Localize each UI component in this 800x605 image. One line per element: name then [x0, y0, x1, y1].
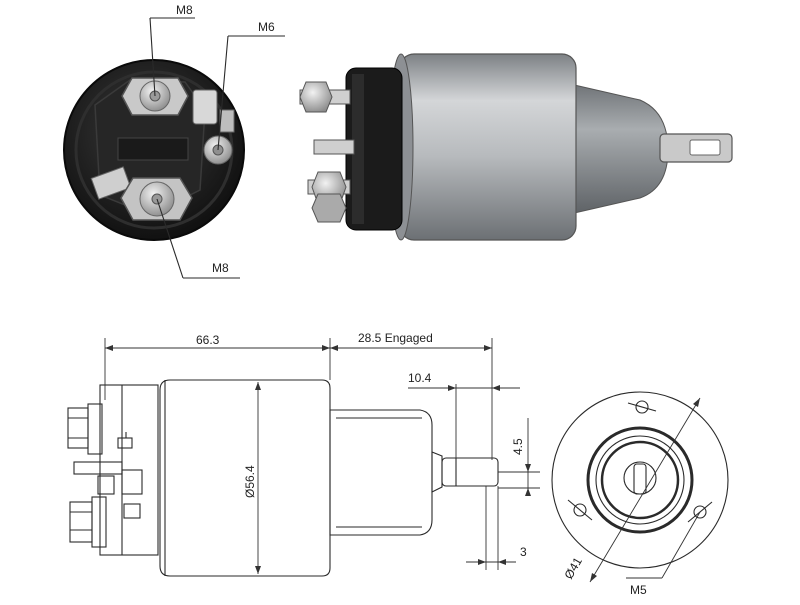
dim-overall-length: 66.3 — [196, 333, 220, 347]
label-m8-top: M8 — [176, 3, 193, 17]
dim-mount-thread: M5 — [630, 583, 647, 597]
terminal-m8-bottom — [90, 166, 193, 221]
plunger-tab — [659, 133, 733, 163]
mount-hole-left — [573, 503, 587, 517]
drawing-front-view: Ø41 M5 — [551, 391, 729, 597]
terminal-m8-top — [121, 77, 189, 116]
dim-tab-thickness: 3 — [520, 545, 527, 559]
dim-bolt-circle: Ø41 — [561, 555, 585, 582]
mount-hole-top — [635, 400, 649, 414]
mount-hole-right — [693, 505, 707, 519]
label-m8-bottom: M8 — [212, 261, 229, 275]
dim-stroke-engaged: 28.5 Engaged — [358, 331, 433, 345]
photo-end-view: M8 M6 M8 — [63, 3, 285, 279]
label-m6: M6 — [258, 20, 275, 34]
dim-tab-width: 4.5 — [511, 438, 525, 455]
dim-body-diameter: Ø56.4 — [243, 465, 257, 498]
drawing-side-view: 66.3 28.5 Engaged 10.4 4.5 Ø56.4 3 — [67, 331, 540, 577]
dim-tab-offset: 10.4 — [408, 371, 432, 385]
photo-side-view — [299, 53, 733, 241]
side-terminals — [299, 81, 355, 223]
